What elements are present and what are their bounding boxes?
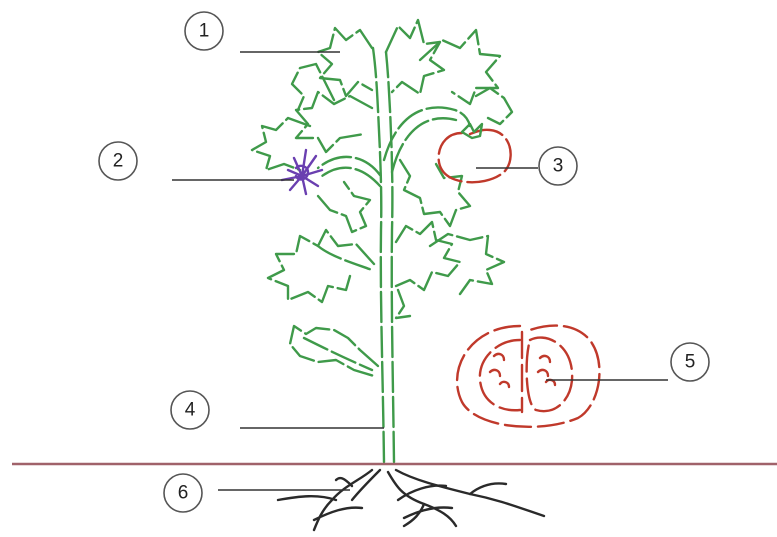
fruit-cross-section	[457, 326, 599, 427]
flower	[282, 150, 322, 194]
label-2: 2	[99, 142, 137, 180]
label-3-number: 3	[553, 156, 564, 177]
label-2-number: 2	[113, 151, 124, 172]
label-5-number: 5	[685, 352, 696, 373]
label-leader-lines	[172, 52, 668, 490]
roots	[278, 470, 544, 530]
label-1: 1	[185, 12, 223, 50]
label-4: 4	[171, 391, 209, 429]
label-3: 3	[539, 147, 577, 185]
stem	[318, 48, 470, 462]
label-6: 6	[164, 474, 202, 512]
label-6-number: 6	[178, 483, 189, 504]
label-4-number: 4	[185, 400, 196, 421]
label-5: 5	[671, 343, 709, 381]
label-1-number: 1	[199, 21, 210, 42]
